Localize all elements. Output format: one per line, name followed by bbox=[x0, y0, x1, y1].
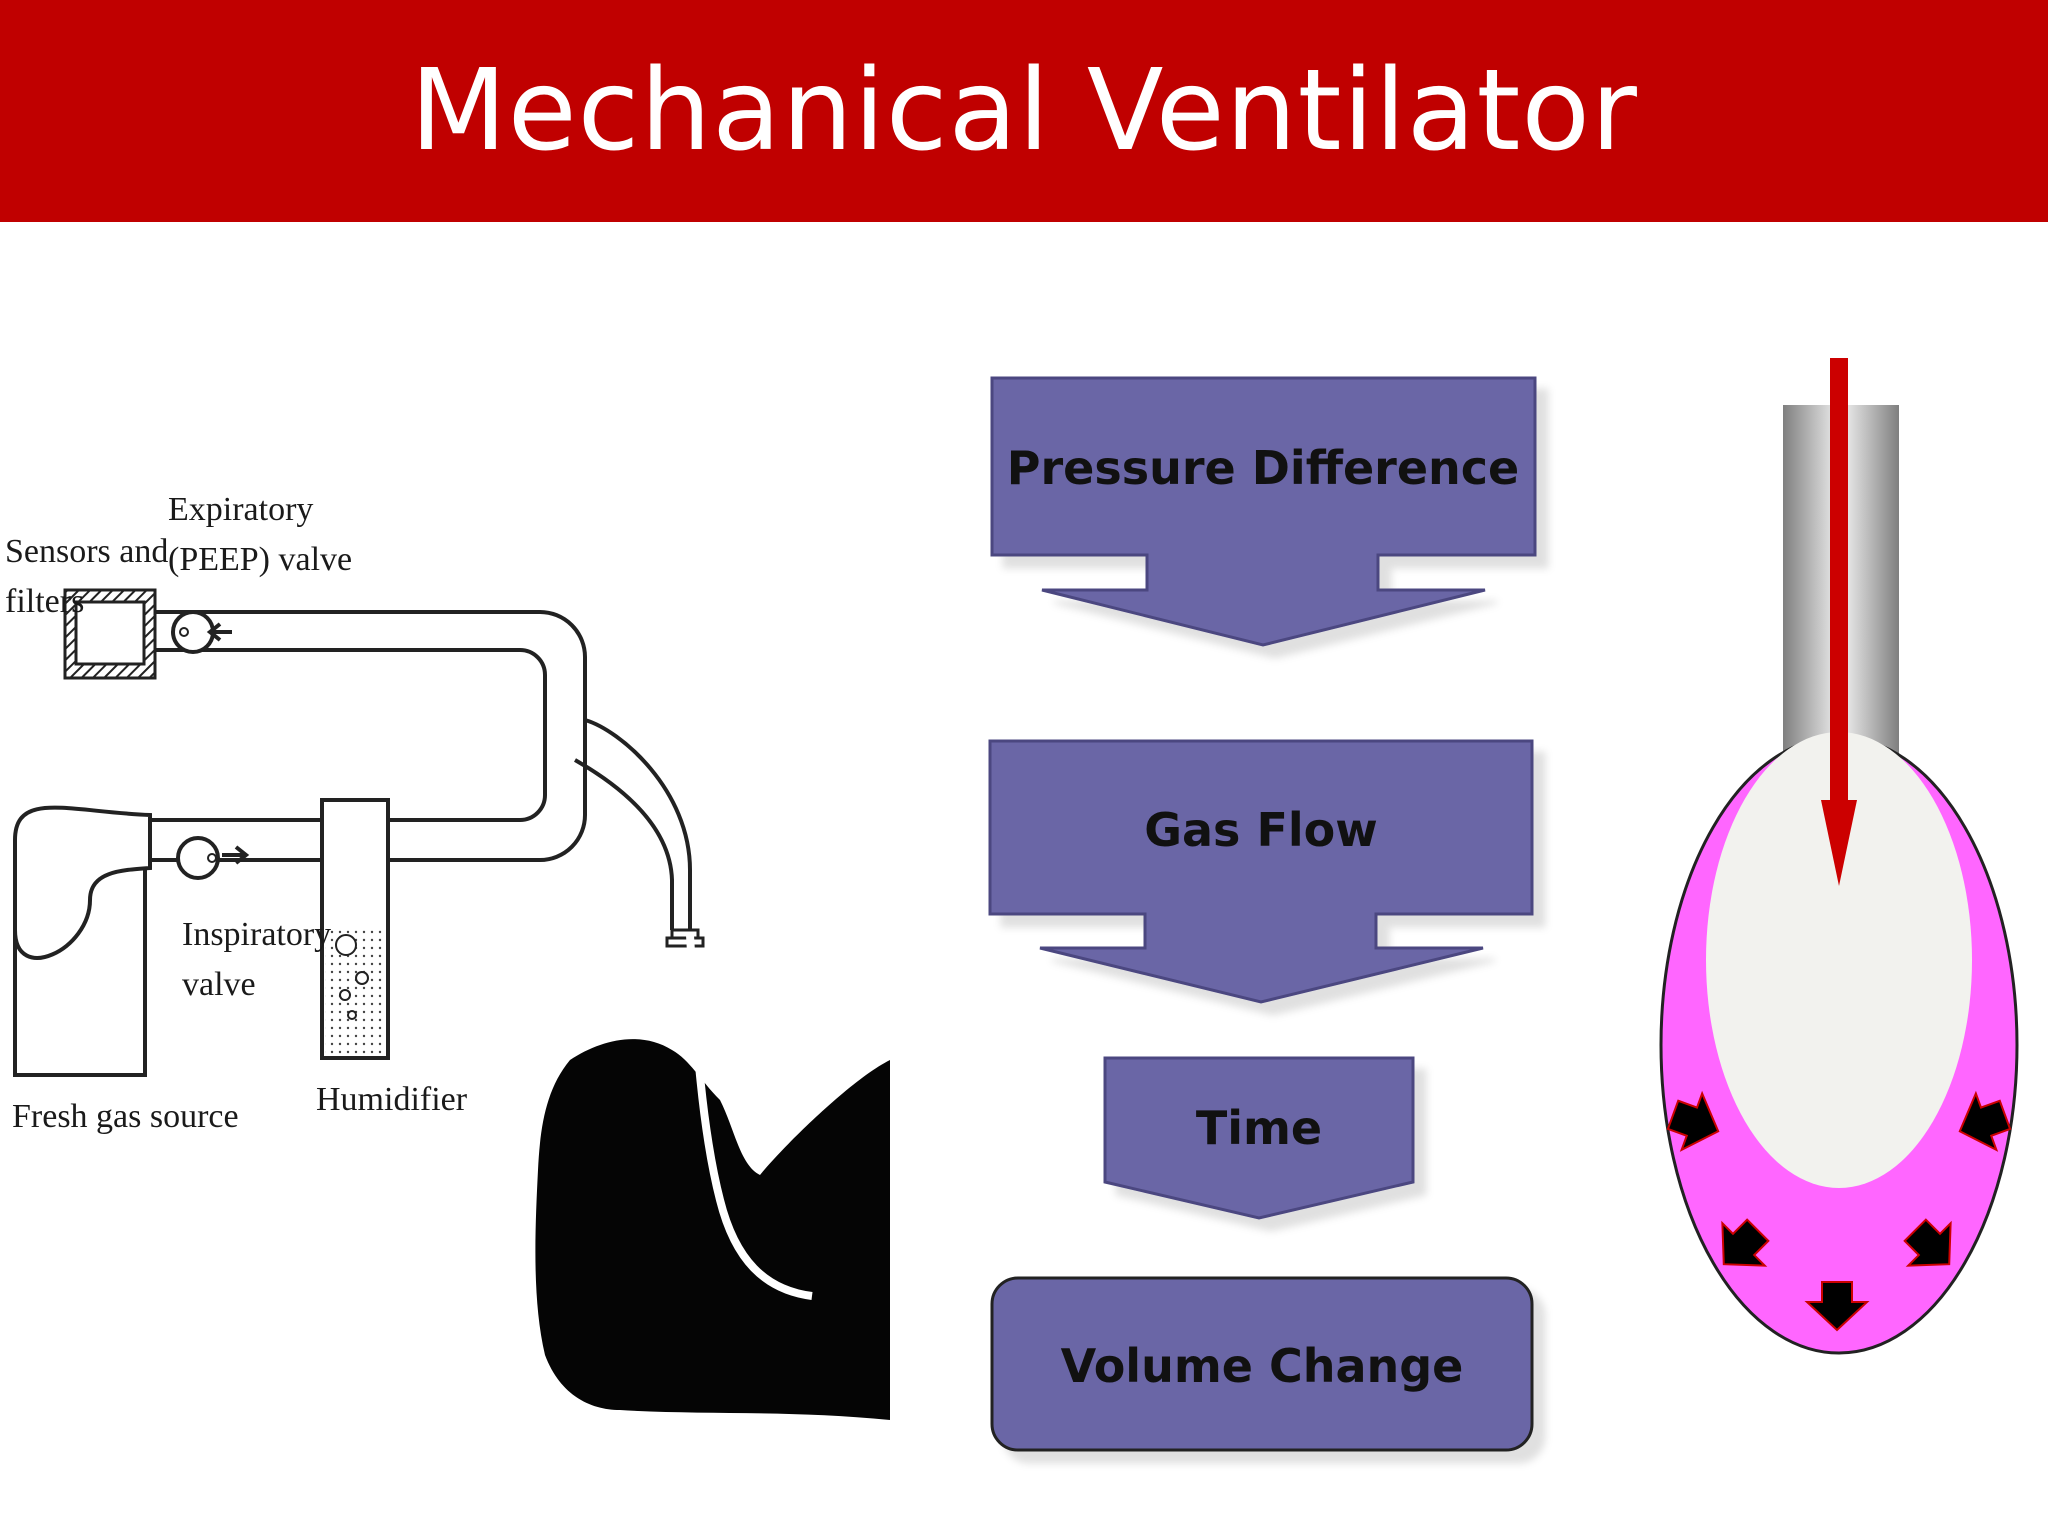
arrow-right-icon bbox=[222, 845, 250, 865]
patient-tube-outer bbox=[584, 718, 692, 930]
fresh-gas-source bbox=[13, 805, 152, 1077]
flow-label-gas-flow: Gas Flow bbox=[1144, 803, 1377, 857]
title-banner bbox=[0, 0, 2048, 222]
label-humidifier: Humidifier bbox=[316, 1081, 468, 1118]
sensors-and-filters-block bbox=[63, 588, 157, 680]
flow-label-volume-change: Volume Change bbox=[1061, 1339, 1464, 1393]
flow-step-time bbox=[1103, 1056, 1415, 1220]
compression-arrow-icon bbox=[1804, 1281, 1870, 1332]
humidifier-block bbox=[320, 798, 390, 1060]
arrow-left-icon bbox=[206, 622, 232, 642]
down-arrow-icon bbox=[1821, 358, 1857, 886]
label-inspiratory-line2: valve bbox=[182, 966, 256, 1003]
label-fresh-gas-source: Fresh gas source bbox=[12, 1098, 239, 1135]
inner-balloon bbox=[1706, 732, 1972, 1188]
compression-arrow-icon bbox=[1721, 1218, 1770, 1267]
flow-step-gas-flow bbox=[988, 739, 1534, 1004]
compression-arrows bbox=[1666, 1090, 2012, 1332]
compression-arrow-icon bbox=[1666, 1090, 1720, 1152]
slide-title: Mechanical Ventilator bbox=[410, 46, 1638, 176]
label-sensors-line2: filters bbox=[5, 583, 84, 620]
balloon-inflation-diagram bbox=[1659, 358, 2019, 1355]
expiratory-tube bbox=[155, 610, 587, 760]
inspiratory-tube bbox=[150, 760, 547, 822]
physics-flow-chart: Pressure Difference Gas Flow Time Volume… bbox=[988, 376, 1537, 1452]
label-sensors-line1: Sensors and bbox=[5, 533, 168, 570]
flow-label-pressure-difference: Pressure Difference bbox=[1007, 441, 1520, 495]
compression-arrow-icon bbox=[1958, 1090, 2012, 1152]
label-inspiratory-line1: Inspiratory bbox=[182, 916, 331, 953]
patient-head-silhouette bbox=[535, 934, 890, 1420]
compression-arrow-icon bbox=[1903, 1218, 1952, 1267]
flow-step-volume-change bbox=[990, 1276, 1534, 1452]
label-expiratory-line1: Expiratory bbox=[168, 491, 313, 528]
expiratory-valve bbox=[171, 610, 232, 654]
flow-label-time: Time bbox=[1196, 1101, 1322, 1155]
flow-step-pressure-difference bbox=[990, 376, 1537, 647]
label-expiratory-line2: (PEEP) valve bbox=[168, 541, 352, 578]
ventilator-circuit-diagram: Sensors and filters Expiratory (PEEP) va… bbox=[5, 491, 890, 1420]
inspiratory-valve bbox=[176, 836, 250, 880]
